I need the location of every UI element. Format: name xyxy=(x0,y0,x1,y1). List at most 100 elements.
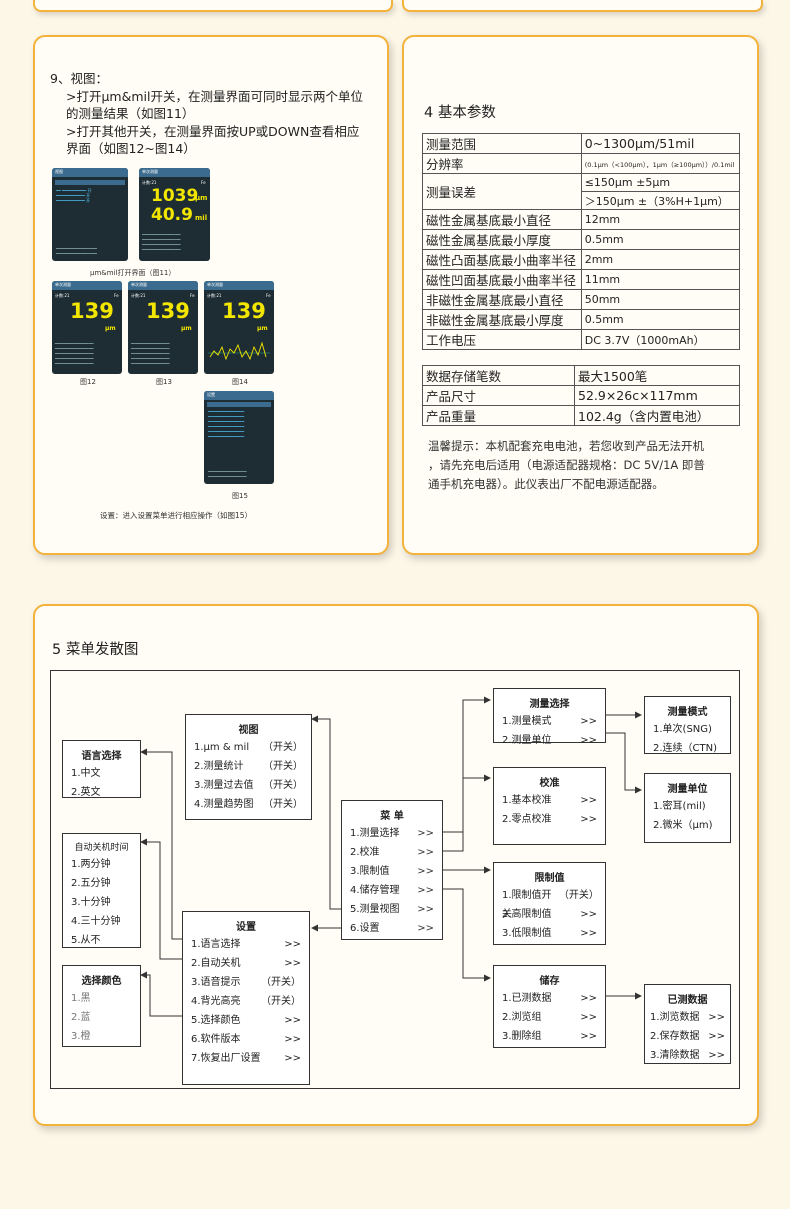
item-label: 6.设置 xyxy=(350,923,380,934)
count-label: 计数:21 xyxy=(55,293,70,298)
box-title: 语言选择 xyxy=(81,751,122,762)
item-label: 2.浏览组 xyxy=(502,1012,542,1023)
reading-value: 139 xyxy=(70,299,114,323)
autooff-box: 自动关机时间 1.两分钟 2.五分钟 3.十分钟 4.三十分钟 5.从不 xyxy=(62,833,141,948)
item-arrow: >> xyxy=(417,923,434,934)
view-box: 视图 1.μm & mil（开关） 2.测量统计（开关） 3.测量过去值（开关）… xyxy=(185,714,312,820)
menu-box: 菜 单 1.测量选择>> 2.校准>> 3.限制值>> 4.储存管理>> 5.测… xyxy=(341,800,443,940)
item-arrow: >> xyxy=(580,1031,597,1042)
item-toggle: （开关） xyxy=(261,977,301,988)
item-label: 1.语言选择 xyxy=(191,939,241,950)
item-label: 2.高限制值 xyxy=(502,909,552,920)
storage-box: 储存 1.已测数据>> 2.浏览组>> 3.删除组>> xyxy=(493,965,606,1048)
calibration-box: 校准 1.基本校准>> 2.零点校准>> xyxy=(493,767,606,845)
settings-box: 设置 1.语言选择>> 2.自动关机>> 3.语音提示（开关） 4.背光高亮（开… xyxy=(182,911,310,1085)
measure-unit-box: 测量单位 1.密耳(mil) 2.微米（μm) xyxy=(644,773,731,843)
device-screen-dual-unit: 单次测量 计数:21 Fe 1039 μm 40.9 mil ━━━━━━━━━… xyxy=(139,168,210,261)
fe-label: Fe xyxy=(114,293,119,298)
reading-value: 139 xyxy=(146,299,190,323)
fe-label: Fe xyxy=(201,180,206,185)
device-screen-fig12: 单次测量 计数:21 Fe 139 μm ━━━━━━━━━━━━━━━━━━━… xyxy=(52,281,122,374)
color-box: 选择颜色 1.黑 2.蓝 3.橙 xyxy=(62,965,141,1047)
box-title: 储存 xyxy=(539,976,560,987)
item-label: 2.校准 xyxy=(350,847,380,858)
item-label: 1.μm & mil xyxy=(194,742,250,753)
item-toggle: （开关） xyxy=(558,890,599,901)
reading-unit: μm xyxy=(257,325,268,332)
language-box: 语言选择 1.中文 2.英文 xyxy=(62,740,141,798)
settings-footer: 设置：进入设置菜单进行相应操作（如图15） xyxy=(100,511,253,520)
item-arrow: >> xyxy=(284,1053,301,1064)
box-title: 测量选择 xyxy=(529,699,570,710)
box-title: 校准 xyxy=(539,778,560,789)
spec-value: 102.4g（含内置电池） xyxy=(574,405,740,426)
menu-item: 6.设置 >> xyxy=(342,919,442,938)
item-label: 4.三十分钟 xyxy=(71,916,121,927)
fig11-caption: μm&mil打开界面（图11） xyxy=(90,269,176,277)
item-arrow: >> xyxy=(580,814,597,825)
fig15-caption: 图15 xyxy=(232,492,248,500)
item-label: 6.软件版本 xyxy=(191,1034,241,1045)
item-label: 4.背光高亮 xyxy=(191,996,241,1007)
device-screen-fig14: 单次测量 计数:21 Fe 139 μm xyxy=(204,281,274,374)
reading-unit: μm xyxy=(181,325,192,332)
item-label: 1.测量模式 xyxy=(502,716,552,727)
fe-label: Fe xyxy=(190,293,195,298)
item-arrow: >> xyxy=(284,958,301,969)
menu-item: 5.测量视图>> xyxy=(342,900,442,919)
fig14-caption: 图14 xyxy=(232,378,248,386)
menu-item: 4.储存管理>> xyxy=(342,881,442,900)
menu-map-frame xyxy=(50,670,740,1089)
param-value: 0.5mm xyxy=(580,229,741,250)
item-arrow: >> xyxy=(580,928,597,939)
menu-item: 2.校准>> xyxy=(342,843,442,862)
spec-label: 产品重量 xyxy=(422,405,575,426)
item-label: 2.英文 xyxy=(71,787,101,798)
item-label: 1.已测数据 xyxy=(502,993,552,1004)
table-row: ＞150μm ±（3%H+1μm） xyxy=(423,191,741,210)
fig12-caption: 图12 xyxy=(80,378,96,386)
box-title: 菜 单 xyxy=(380,811,404,822)
view-heading: 9、视图： xyxy=(50,71,108,86)
item-label: 1.测量选择 xyxy=(350,828,400,839)
device-screen-view-menu: 视图 ━━ ━━━━━━━━━━ 开━━━━━━━━━━━━ 开━━━━━━━━… xyxy=(52,168,128,261)
item-label: 1.两分钟 xyxy=(71,859,111,870)
item-label: 3.橙 xyxy=(71,1031,91,1042)
item-arrow: >> xyxy=(708,1050,725,1061)
reading-value: 139 xyxy=(222,299,266,323)
item-arrow: >> xyxy=(417,866,434,877)
device-screen-fig13: 单次测量 计数:21 Fe 139 μm ━━━━━━━━━━━━━━━━━━━… xyxy=(128,281,198,374)
box-title: 选择颜色 xyxy=(81,976,122,987)
item-label: 4.储存管理 xyxy=(350,885,400,896)
item-toggle: （开关） xyxy=(263,761,303,772)
item-arrow: >> xyxy=(580,795,597,806)
item-label: 2.蓝 xyxy=(71,1012,91,1023)
item-label: 1.中文 xyxy=(71,768,101,779)
reading-unit: μm xyxy=(105,325,116,332)
screen-title: 单次测量 xyxy=(207,282,223,287)
box-title: 限制值 xyxy=(534,873,565,884)
item-arrow: >> xyxy=(284,1015,301,1026)
param-label: 测量误差 xyxy=(422,173,582,210)
item-arrow: >> xyxy=(284,939,301,950)
screen-title: 单次测量 xyxy=(131,282,147,287)
count-label: 计数:21 xyxy=(131,293,146,298)
screen-title: 单次测量 xyxy=(142,169,158,174)
item-arrow: >> xyxy=(417,828,434,839)
view-line-1: >打开μm&mil开关，在测量界面可同时显示两个单位 xyxy=(66,88,363,104)
screen-title: 设置 xyxy=(207,392,215,397)
item-label: 2.测量统计 xyxy=(194,761,244,772)
box-title: 视图 xyxy=(238,725,259,736)
param-label: 磁性凸面基底最小曲率半径 xyxy=(422,249,582,270)
prev-card-edge-right xyxy=(402,0,763,12)
item-label: 2.测量单位 xyxy=(502,735,552,746)
reading-mil-unit: mil xyxy=(195,214,208,222)
view-line-3: >打开其他开关，在测量界面按UP或DOWN查看相应 xyxy=(66,123,360,139)
